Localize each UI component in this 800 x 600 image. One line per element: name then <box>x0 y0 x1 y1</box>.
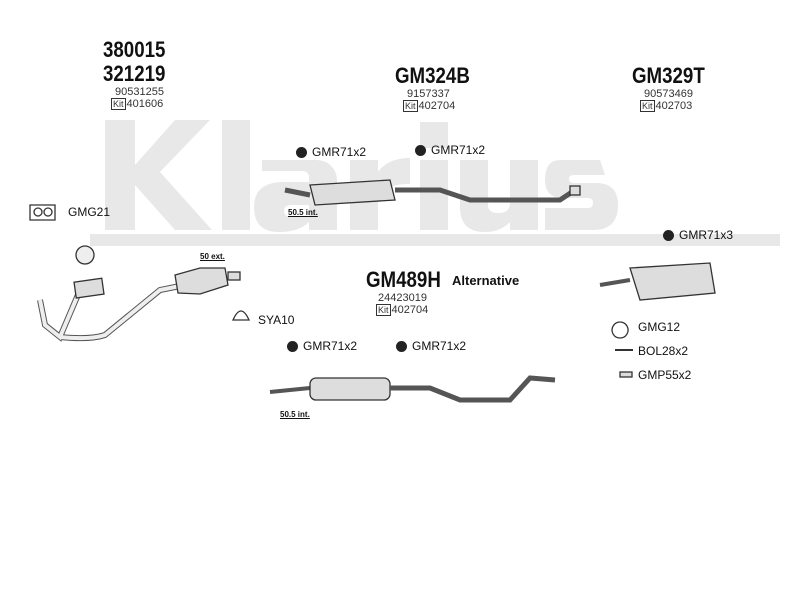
watermark-bar <box>90 234 780 246</box>
part-gmr71x2-d: GMR71x2 <box>396 339 466 353</box>
kit-number: 402703 <box>655 100 693 112</box>
flex-section <box>73 277 105 299</box>
part-label: GMG12 <box>638 320 681 334</box>
kit-label: Kit <box>111 98 126 110</box>
oe-number: 24423019 <box>378 292 427 304</box>
oe-number: 90573469 <box>644 88 693 100</box>
clamp-icon <box>415 144 426 156</box>
clamp-part <box>75 245 95 265</box>
part-gmr71x2-c: GMR71x2 <box>287 339 357 353</box>
kit-label: Kit <box>403 100 418 112</box>
part-gmr71x2-a: GMR71x2 <box>296 145 366 159</box>
part-label: GMR71x2 <box>431 143 486 157</box>
rear-silencer-gm329t <box>629 262 716 301</box>
part-gmp55x2: GMP55x2 <box>638 368 691 382</box>
part-code: 380015 <box>103 37 166 62</box>
part-label: GMR71x2 <box>303 339 358 353</box>
middle-silencer-gm489h <box>309 377 391 401</box>
part-gmg21: GMG21 <box>68 205 110 219</box>
part-code: GM489H <box>366 267 441 292</box>
part-bol28x2: BOL28x2 <box>638 344 688 358</box>
dimension-note: 50.5 int. <box>280 410 310 419</box>
middle-silencer-gm324b <box>309 179 396 206</box>
kit-number: 402704 <box>391 304 429 316</box>
part-gmr71x3: GMR71x3 <box>663 228 733 242</box>
part-label: BOL28x2 <box>638 344 689 358</box>
part-gmr71x2-b: GMR71x2 <box>415 143 485 157</box>
hanger-sya10-drawing <box>231 310 251 321</box>
part-label: SYA10 <box>258 313 295 327</box>
part-gmg12: GMG12 <box>638 320 680 334</box>
ring-gmg12-drawing <box>611 321 629 339</box>
kit-number: 401606 <box>126 98 164 110</box>
catalytic-converter <box>174 267 229 295</box>
alternative-label: Alternative <box>452 272 520 288</box>
oe-number: 90531255 <box>115 86 164 98</box>
oe-number: 9157337 <box>407 88 450 100</box>
part-label: GMG21 <box>68 205 111 219</box>
clamp-icon <box>396 340 407 352</box>
part-label: GMR71x2 <box>312 145 367 159</box>
spring-drawing <box>619 371 633 378</box>
clamp-icon <box>663 229 674 241</box>
kit-number: 402704 <box>418 100 456 112</box>
kit-label: Kit <box>640 100 655 112</box>
clamp-icon <box>296 146 307 158</box>
dimension-note: 50.5 int. <box>288 208 318 217</box>
part-code: GM324B <box>395 63 470 88</box>
part-sya10: SYA10 <box>258 313 294 327</box>
part-label: GMR71x2 <box>412 339 467 353</box>
kit-label: Kit <box>376 304 391 316</box>
clamp-icon <box>287 340 298 352</box>
part-label: GMP55x2 <box>638 368 692 382</box>
part-label: GMR71x3 <box>679 228 734 242</box>
dimension-note: 50 ext. <box>200 252 225 261</box>
part-code: GM329T <box>632 63 705 88</box>
part-code: 321219 <box>103 61 166 86</box>
